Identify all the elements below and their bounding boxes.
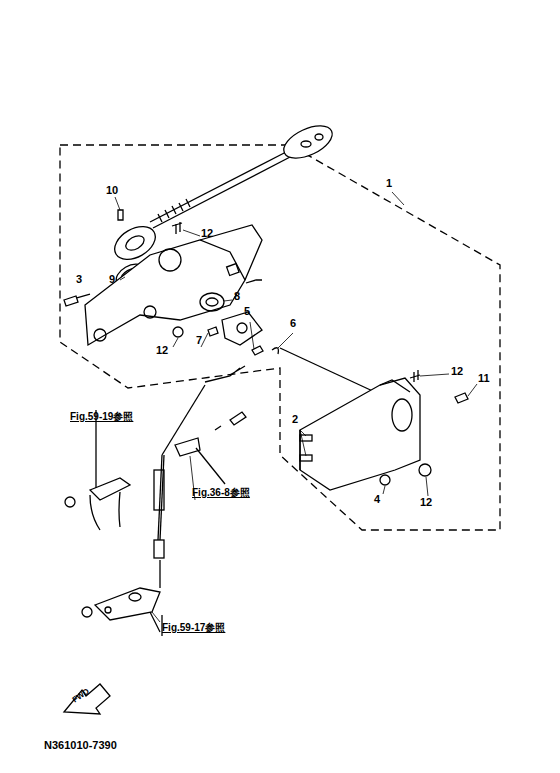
callout-number: 12 <box>420 497 432 508</box>
callout-number: 6 <box>290 318 296 329</box>
callout-number: 5 <box>244 306 250 317</box>
figure-reference: Fig.59-17参照 <box>162 623 225 633</box>
figure-reference: Fig.36-8参照 <box>192 488 250 498</box>
screw <box>64 294 90 306</box>
clamp <box>175 438 200 456</box>
assembly-boundary <box>60 145 500 530</box>
seal <box>200 293 224 311</box>
right-bracket <box>300 378 420 490</box>
cable <box>154 366 245 558</box>
main-bracket <box>85 240 245 345</box>
callout-number: 12 <box>201 228 213 239</box>
callout-number: 12 <box>451 366 463 377</box>
shift-rod <box>150 119 337 228</box>
figure-reference: Fig.59-19参照 <box>70 412 133 422</box>
nut <box>173 327 183 337</box>
callout-number: 4 <box>374 494 380 505</box>
callout-number: 10 <box>106 185 118 196</box>
callout-number: 1 <box>386 178 392 189</box>
direction-mark: FWD <box>71 687 91 704</box>
drawing-number: N361010-7390 <box>44 740 117 751</box>
flange <box>222 312 262 345</box>
callout-number: 11 <box>478 373 490 384</box>
callout-number: 8 <box>234 291 240 302</box>
leader-line <box>115 192 477 622</box>
callout-number: 2 <box>292 414 298 425</box>
callout-number: 3 <box>76 274 82 285</box>
callout-number: 7 <box>196 335 202 346</box>
screw <box>172 222 182 234</box>
callout-number: 12 <box>156 345 168 356</box>
lever <box>95 588 160 620</box>
clip <box>272 348 278 354</box>
fwd-arrow <box>64 684 110 714</box>
callout-number: 9 <box>109 274 115 285</box>
